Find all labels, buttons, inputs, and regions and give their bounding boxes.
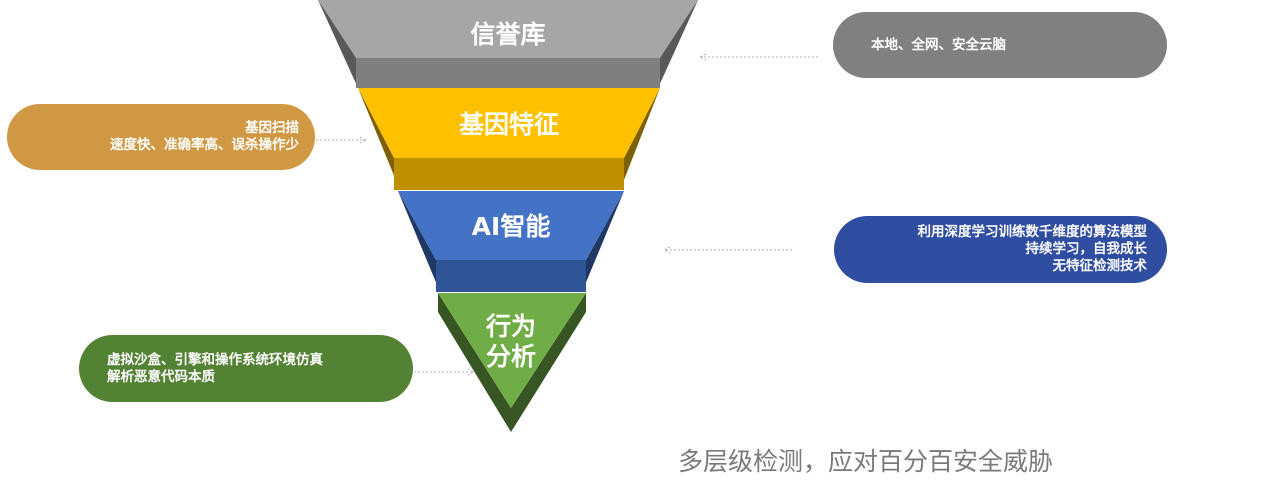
callout-line: 利用深度学习训练数千维度的算法模型 <box>917 224 1148 240</box>
tier-gene-face <box>358 88 660 158</box>
tagline: 多层级检测，应对百分百安全威胁 <box>678 447 1054 476</box>
callout-line: 解析恶意代码本质 <box>107 368 215 385</box>
tier-ai-right-side <box>582 191 624 292</box>
funnel-tier-ai: AI智能 <box>398 191 624 292</box>
callout-behavior-analysis: 虚拟沙盒、引擎和操作系统环境仿真解析恶意代码本质 <box>79 335 413 402</box>
callout-line: 本地、全网、安全云脑 <box>871 36 1006 53</box>
funnel-tier-gene-signature: 基因特征 <box>358 88 660 190</box>
tier-label-line: 行为 <box>485 312 536 341</box>
tier-behavior-face <box>438 293 586 408</box>
funnel-tier-behavior: 行为分析 <box>438 293 586 432</box>
tier-ai-face <box>398 191 624 260</box>
tier-ai-label: AI智能 <box>472 212 551 241</box>
tier-label-line: 信誉库 <box>470 20 545 49</box>
callout-line: 持续学习，自我成长 <box>1025 241 1148 257</box>
tier-behavior-right-side <box>511 293 586 432</box>
tier-gene-label: 基因特征 <box>459 110 559 139</box>
tier-ai-band <box>436 260 586 292</box>
tier-label-line: 分析 <box>486 342 536 371</box>
callout-reputation: 本地、全网、安全云脑 <box>833 12 1167 78</box>
tier-gene-left-side <box>358 88 400 190</box>
callout-line: 基因扫描 <box>245 120 299 136</box>
tier-ai-left-side <box>398 191 440 292</box>
tier-reputation-band <box>356 58 660 88</box>
funnel-tier-reputation: 信誉库 <box>318 0 698 88</box>
callout-line: 无特征检测技术 <box>1052 258 1148 274</box>
tier-reputation-face <box>318 0 698 58</box>
connector-lines <box>316 53 818 376</box>
tier-label-line: AI智能 <box>472 212 551 241</box>
tier-gene-right-side <box>620 88 660 190</box>
callout-line: 速度快、准确率高、误杀操作少 <box>110 137 299 153</box>
callout-line: 虚拟沙盒、引擎和操作系统环境仿真 <box>107 351 323 368</box>
tier-behavior-left-side <box>438 293 511 432</box>
tier-label-line: 基因特征 <box>459 110 559 139</box>
tier-behavior-label: 行为分析 <box>485 312 536 371</box>
tier-gene-band <box>394 158 624 190</box>
callout-ai-detection: 利用深度学习训练数千维度的算法模型持续学习，自我成长无特征检测技术 <box>834 216 1167 283</box>
callout-gene-scan: 基因扫描速度快、准确率高、误杀操作少 <box>7 104 315 170</box>
tier-reputation-label: 信誉库 <box>470 20 545 49</box>
